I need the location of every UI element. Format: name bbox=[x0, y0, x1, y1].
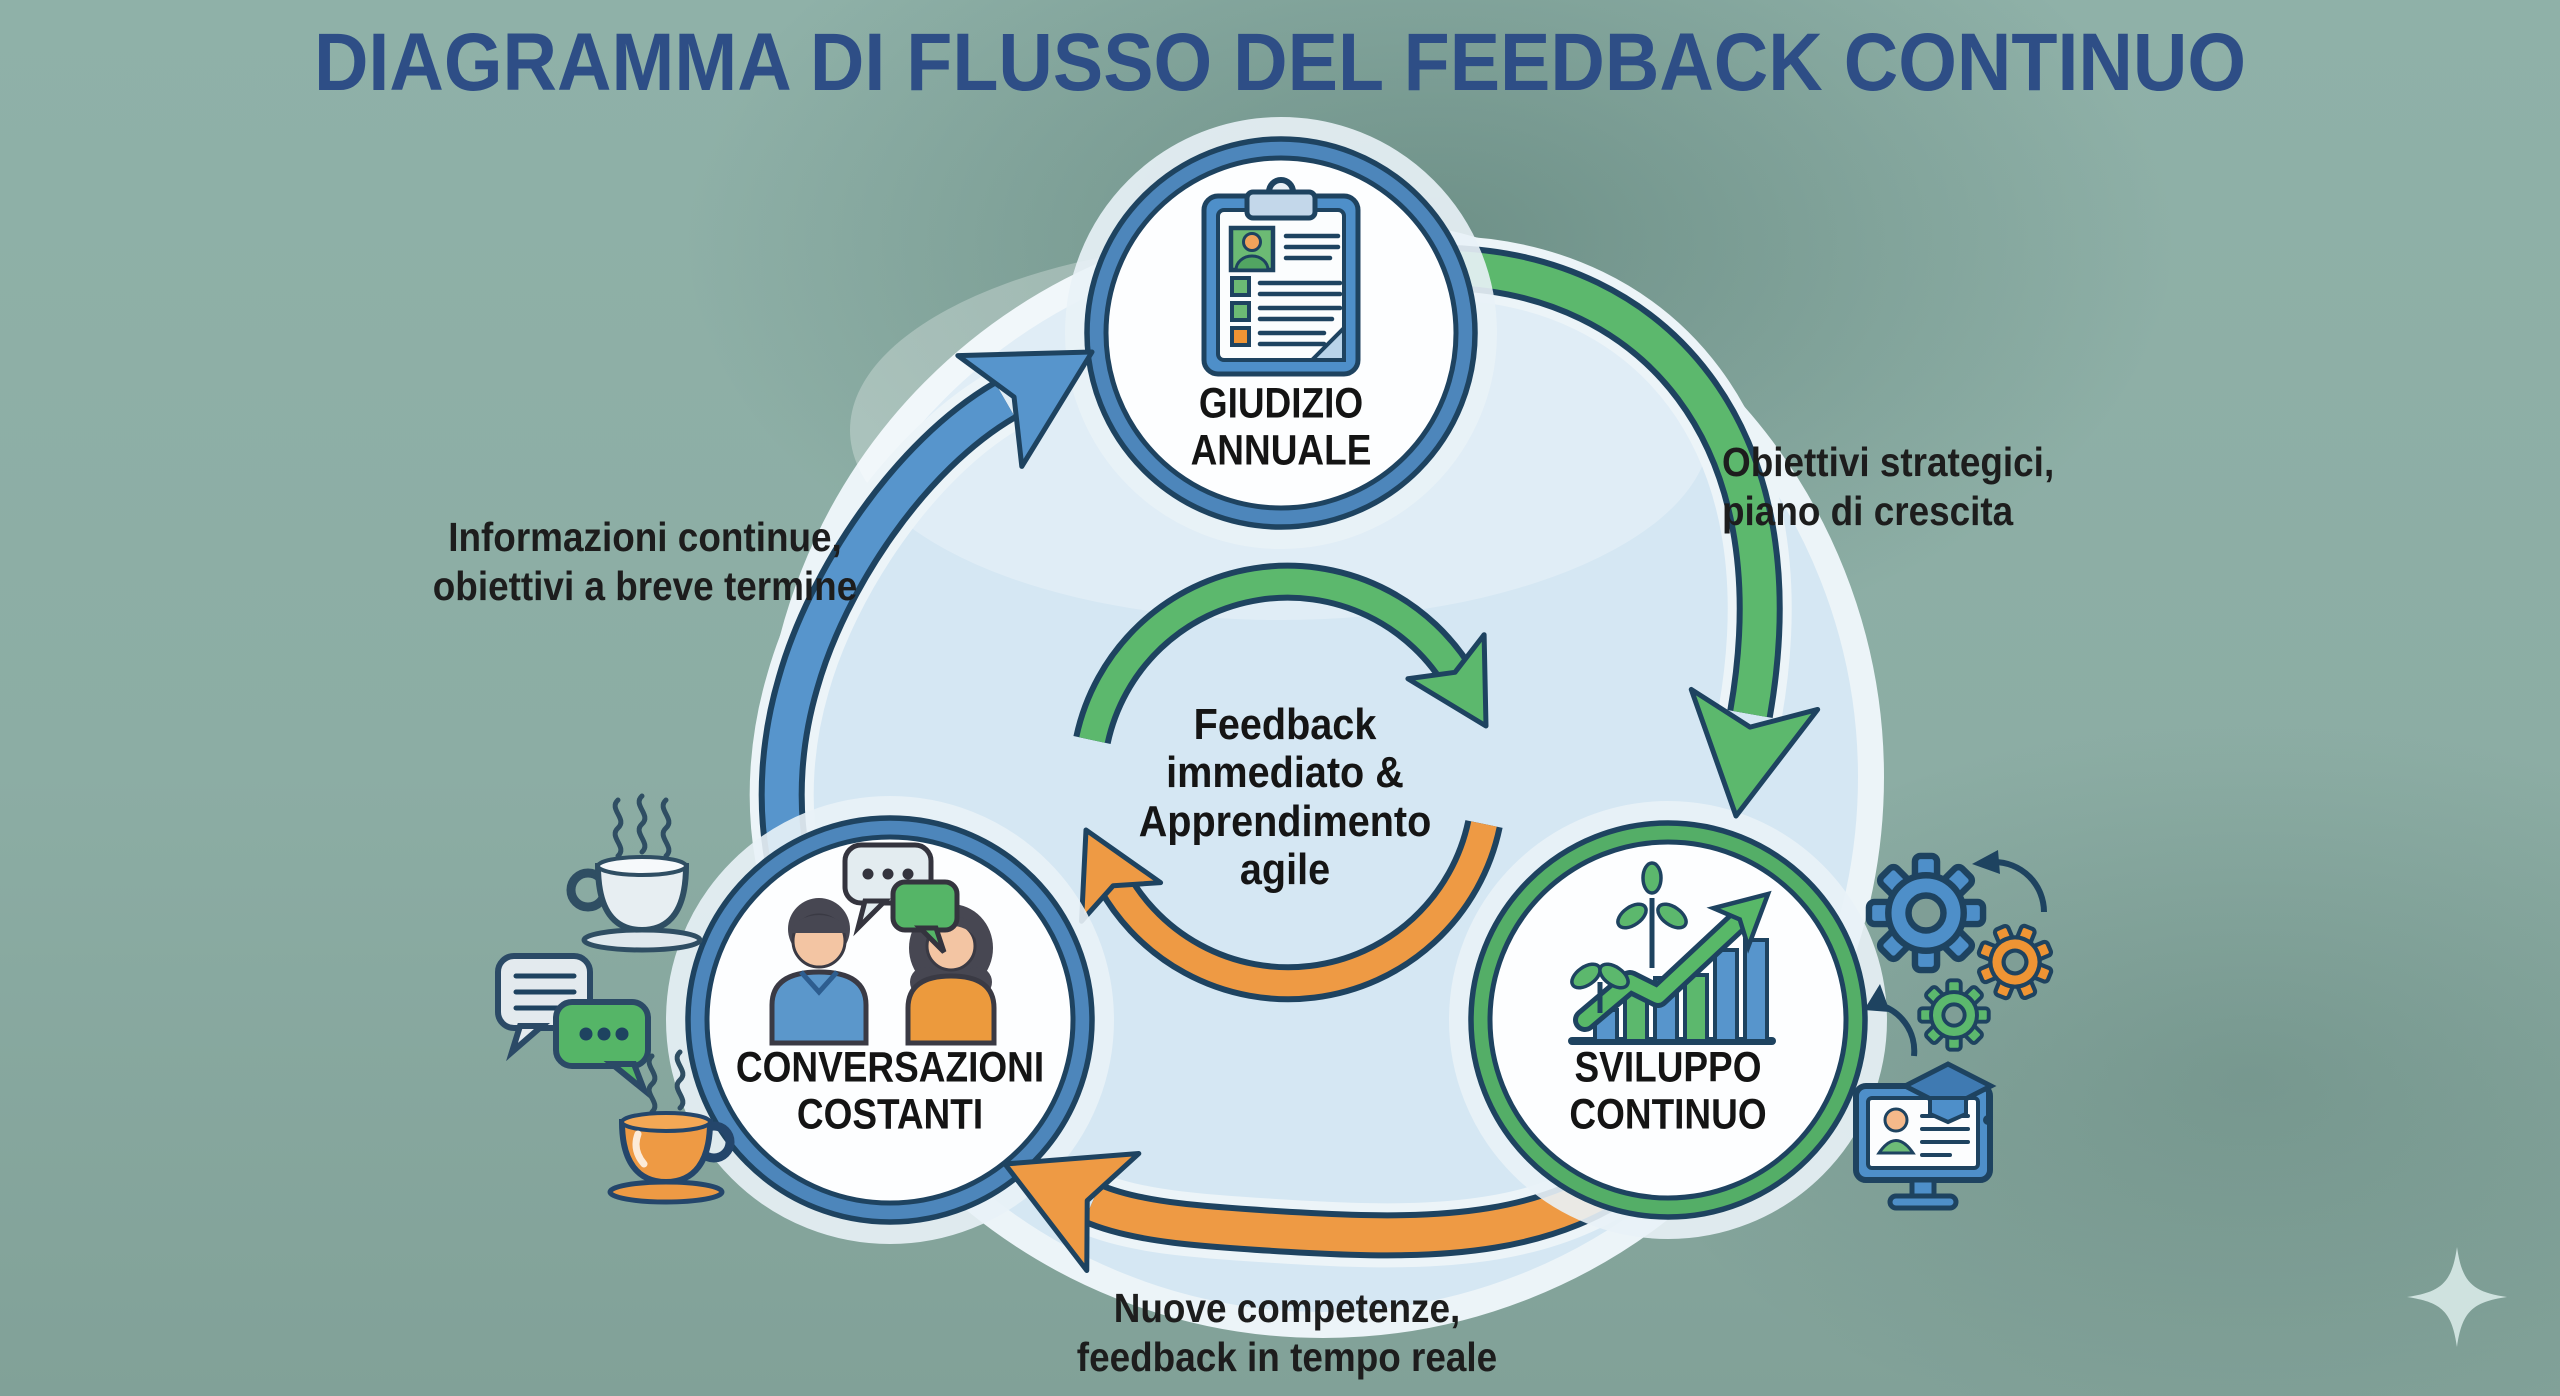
node-label-line: CONTINUO bbox=[1569, 1091, 1767, 1139]
arrow-label-left: Informazioni continue, obiettivi a breve… bbox=[433, 513, 858, 611]
center-cycle-label: Feedback immediato & Apprendimento agile bbox=[1138, 700, 1432, 895]
arrow-label-line: feedback in tempo reale bbox=[1076, 1334, 1498, 1380]
arrow-label-line: piano di crescita bbox=[1722, 488, 2014, 534]
center-label-line: agile bbox=[1239, 845, 1331, 895]
node-label-line: ANNUALE bbox=[1190, 427, 1372, 475]
orange-arrowhead bbox=[1002, 1151, 1142, 1273]
arrow-label-line: obiettivi a breve termine bbox=[432, 563, 858, 609]
arrow-label-line: Informazioni continue, bbox=[448, 513, 842, 560]
inner-loop-green-arrow bbox=[1073, 562, 1489, 745]
center-label-line: immediato & bbox=[1166, 748, 1404, 798]
node-label-sviluppo-continuo: SVILUPPO CONTINUO bbox=[1569, 1043, 1767, 1140]
node-label-conversazioni-costanti: CONVERSAZIONI COSTANTI bbox=[735, 1043, 1045, 1140]
arrow-label-bottom: Nuove competenze, feedback in tempo real… bbox=[1077, 1284, 1497, 1382]
node-label-giudizio-annuale: GIUDIZIO ANNUALE bbox=[1190, 379, 1372, 476]
arrow-label-line: Obiettivi strategici, bbox=[1722, 438, 2055, 485]
chat-bubbles-icon bbox=[495, 953, 651, 1100]
steaming-coffee-cup-orange-icon bbox=[607, 1052, 735, 1205]
center-label-line: Apprendimento bbox=[1138, 797, 1432, 846]
elearning-monitor-icon bbox=[1853, 1083, 1993, 1211]
center-label-line: Feedback bbox=[1193, 700, 1377, 750]
inner-loop-orange-arrow bbox=[1079, 820, 1503, 1003]
clipboard-review-icon bbox=[1201, 177, 1361, 377]
node-label-line: CONVERSAZIONI bbox=[735, 1043, 1045, 1092]
arrow-label-right: Obiettivi strategici, piano di crescita bbox=[1722, 438, 2054, 536]
growth-chart-icon bbox=[1565, 861, 1776, 1045]
arrow-label-line: Nuove competenze, bbox=[1113, 1284, 1461, 1331]
node-label-line: COSTANTI bbox=[796, 1091, 984, 1139]
sparkle-icon bbox=[2407, 1247, 2507, 1347]
people-conversation-icon bbox=[769, 842, 997, 1046]
arrow-review-to-development bbox=[1450, 236, 1792, 720]
green-arrowhead bbox=[1688, 686, 1821, 819]
sync-arrows-icon bbox=[1864, 850, 2047, 1057]
steaming-coffee-cup-icon bbox=[566, 796, 703, 953]
node-label-line: SVILUPPO bbox=[1574, 1043, 1762, 1092]
graduation-cap-icon bbox=[1899, 1061, 1997, 1125]
blue-arrowhead bbox=[955, 349, 1095, 469]
node-label-line: GIUDIZIO bbox=[1198, 379, 1364, 428]
page-title: DIAGRAMMA DI FLUSSO DEL FEEDBACK CONTINU… bbox=[313, 17, 2247, 108]
